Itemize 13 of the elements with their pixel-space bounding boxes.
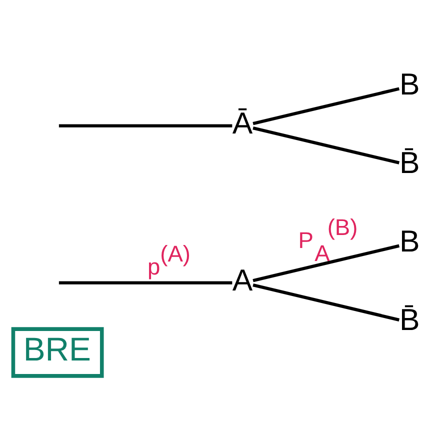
node-text: Ā bbox=[232, 106, 253, 140]
node-text: A bbox=[232, 263, 253, 298]
node-text: B bbox=[400, 224, 420, 258]
node-text: B bbox=[400, 66, 420, 101]
connector bbox=[252, 86, 400, 125]
connector bbox=[252, 283, 400, 321]
connector bbox=[252, 126, 400, 164]
connector bbox=[58, 280, 232, 284]
node-text: B̄ bbox=[400, 302, 420, 336]
connector bbox=[252, 244, 400, 282]
node-text: B̄ bbox=[400, 145, 420, 180]
node-box: BRE bbox=[11, 326, 104, 378]
connector bbox=[58, 124, 232, 127]
